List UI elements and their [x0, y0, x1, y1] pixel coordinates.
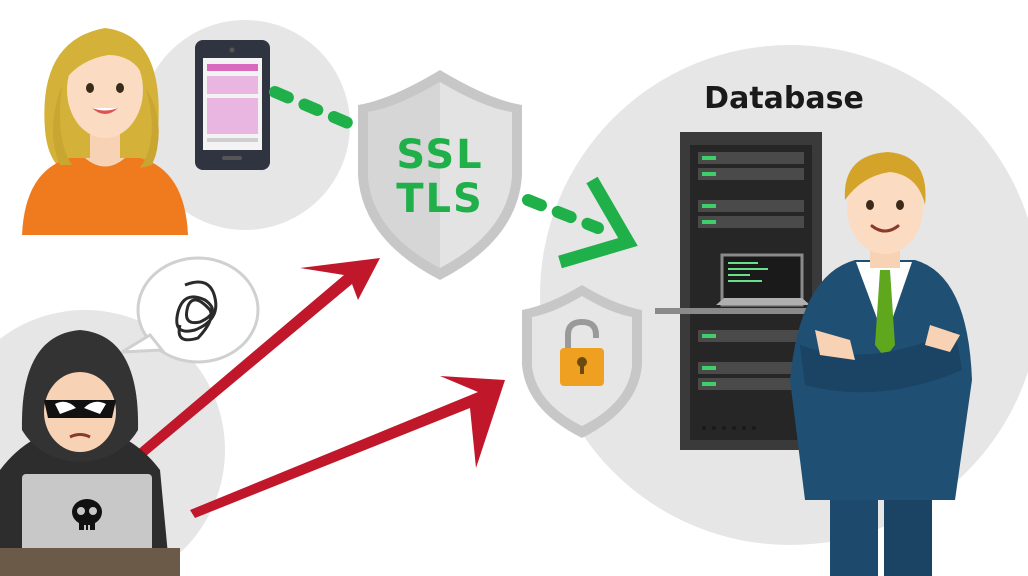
database-label: Database: [704, 81, 864, 116]
secure-link-phone-to-shield: [269, 86, 361, 132]
attack-arrow-to-lock-shield: [190, 376, 505, 518]
woman-user-icon: [22, 28, 188, 235]
open-padlock-icon: [522, 285, 642, 438]
attack-arrow-to-ssl-shield: [128, 258, 380, 466]
skull-icon: [72, 499, 102, 530]
smartphone-icon: [195, 40, 270, 170]
secure-link-shield-to-database: [522, 194, 604, 234]
secure-link-arrowhead: [558, 176, 638, 269]
businessman-icon: [790, 152, 972, 576]
scribble-thought-bubble-icon: [121, 256, 260, 364]
hacker-laptop-icon: [0, 474, 180, 576]
ssl-label: SSL: [396, 132, 483, 178]
ssl-shield-icon: SSL TLS: [358, 70, 522, 280]
tls-label: TLS: [396, 176, 484, 222]
